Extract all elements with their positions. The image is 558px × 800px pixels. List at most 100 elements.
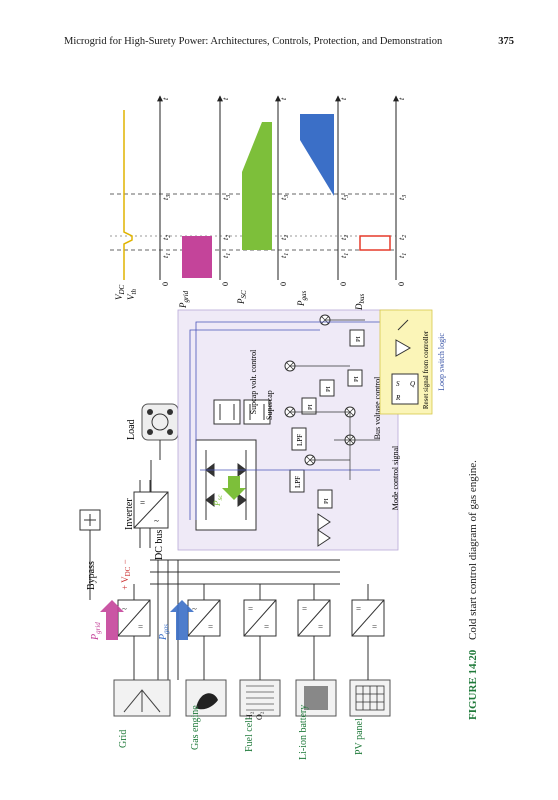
pi-blocks	[301, 329, 365, 509]
source-fuel-cell: H₂ O₂ Fuel cell	[239, 679, 281, 752]
source-pv-panel: PV panel	[349, 679, 391, 755]
bus-voltage-control-label: Bus voltage control	[373, 376, 382, 439]
page-number: 375	[498, 36, 514, 47]
running-head: Microgrid for High-Surety Power: Archite…	[64, 36, 443, 47]
svg-text:LPF: LPF	[294, 476, 302, 488]
converters	[117, 599, 385, 637]
reset-signal-label: Reset signal from controller	[422, 330, 430, 409]
svg-text:Load: Load	[126, 419, 137, 440]
label-dbus: Dbus	[354, 294, 366, 312]
supercap	[213, 399, 271, 425]
pgrid-arrow: Pgrid	[90, 600, 124, 641]
caption-label: FIGURE 14.20	[467, 649, 479, 720]
caption-text: Cold start control diagram of gas engine…	[467, 460, 479, 640]
svg-text:t2: t2	[339, 235, 350, 240]
svg-text:t1: t1	[339, 253, 350, 258]
vdc-curve	[123, 110, 133, 280]
svg-text:Q: Q	[410, 380, 415, 388]
vdc-label: + VDC −	[120, 559, 132, 590]
fuel-cell-h2: H₂	[245, 711, 254, 720]
bypass: Bypass	[79, 509, 101, 600]
page-header: Microgrid for High-Surety Power: Archite…	[0, 36, 558, 52]
svg-text:PI: PI	[355, 336, 362, 342]
source-label-pv-panel: PV panel	[354, 718, 365, 755]
svg-text:=: =	[248, 604, 253, 614]
svg-text:=: =	[264, 622, 269, 632]
svg-text:t3: t3	[279, 195, 290, 200]
fuel-cell-o2: O₂	[255, 711, 264, 720]
svg-text:=: =	[318, 622, 323, 632]
source-label-grid: Grid	[118, 730, 129, 748]
source-label-li-ion-battery: Li-ion battery	[298, 705, 309, 760]
psc-shape	[242, 122, 272, 250]
svg-text:PI: PI	[353, 376, 360, 382]
loop-switch-logic: S Q R Reset signal from controller Loop …	[379, 309, 446, 415]
svg-text:=: =	[302, 604, 307, 614]
svg-text:t1: t1	[161, 253, 172, 258]
svg-text:~: ~	[154, 516, 159, 526]
source-grid: Grid	[113, 679, 171, 748]
svg-text:PI: PI	[307, 404, 314, 410]
control-panel: Supercap Psc LPF LPF PI PI PI PI PI	[177, 309, 446, 551]
load: Load	[126, 403, 179, 460]
label-vdc: VDC	[114, 284, 126, 300]
svg-text:DC bus: DC bus	[154, 530, 165, 560]
source-gas-engine: Gas engine	[185, 679, 227, 750]
svg-text:t1: t1	[279, 253, 290, 258]
psc-arrow: Psc	[212, 476, 246, 507]
svg-text:0: 0	[397, 282, 406, 286]
svg-text:Inverter: Inverter	[124, 498, 135, 530]
label-pgas: Pgas	[296, 291, 308, 308]
mode-control-signal-label: Mode control signal	[391, 445, 400, 510]
svg-text:PI: PI	[323, 498, 330, 504]
svg-text:t2: t2	[279, 235, 290, 240]
svg-text:t: t	[161, 97, 170, 100]
svg-text:=: =	[138, 622, 143, 632]
label-psc: PSC	[236, 290, 248, 305]
svg-text:t1: t1	[397, 253, 408, 258]
dbus-bar	[359, 235, 391, 251]
svg-text:0: 0	[339, 282, 348, 286]
power-diagram: Grid Gas engine H₂ O₂ Fuel cell Li-ion b…	[79, 403, 391, 760]
pgas-shape	[300, 114, 334, 196]
svg-text:t1: t1	[221, 253, 232, 258]
svg-text:=: =	[356, 604, 361, 614]
svg-text:0: 0	[279, 282, 288, 286]
svg-text:t3: t3	[221, 195, 232, 200]
gain-triangles	[317, 513, 331, 547]
svg-text:t: t	[279, 97, 288, 100]
svg-text:t: t	[221, 97, 230, 100]
source-label-fuel-cell: Fuel cell	[244, 717, 255, 752]
pgas-arrow: Pgas	[158, 600, 194, 641]
svg-text:LPF: LPF	[296, 434, 304, 446]
svg-text:t: t	[339, 97, 348, 100]
svg-text:Bypass: Bypass	[86, 561, 97, 590]
loop-switch-logic-label: Loop switch logic	[437, 333, 446, 391]
svg-text:t2: t2	[161, 235, 172, 240]
svg-text:0: 0	[161, 282, 170, 286]
source-li-ion-battery: Li-ion battery	[295, 679, 337, 760]
svg-text:=: =	[208, 622, 213, 632]
figure-caption: FIGURE 14.20 Cold start control diagram …	[467, 460, 479, 720]
supercap-converter	[195, 439, 257, 531]
svg-text:PI: PI	[325, 386, 332, 392]
svg-text:~: ~	[192, 604, 197, 614]
svg-text:Supercap: Supercap	[265, 390, 274, 420]
svg-text:Pgas: Pgas	[158, 624, 170, 641]
svg-text:=: =	[372, 622, 377, 632]
label-vth: Vth	[126, 289, 138, 300]
svg-text:t3: t3	[339, 195, 350, 200]
supcap-volt-control-label: Supcap volt. control	[249, 349, 258, 414]
svg-text:t3: t3	[397, 195, 408, 200]
svg-text:Psc: Psc	[212, 494, 224, 507]
svg-text:t2: t2	[221, 235, 232, 240]
svg-text:R: R	[395, 394, 401, 402]
svg-text:Pgrid: Pgrid	[90, 622, 102, 641]
svg-text:~: ~	[122, 604, 127, 614]
label-pgrid: Pgrid	[178, 290, 190, 309]
inverter: =~ Inverter	[124, 460, 169, 530]
source-label-gas-engine: Gas engine	[190, 705, 201, 750]
svg-text:S: S	[396, 380, 400, 388]
svg-text:t2: t2	[397, 235, 408, 240]
